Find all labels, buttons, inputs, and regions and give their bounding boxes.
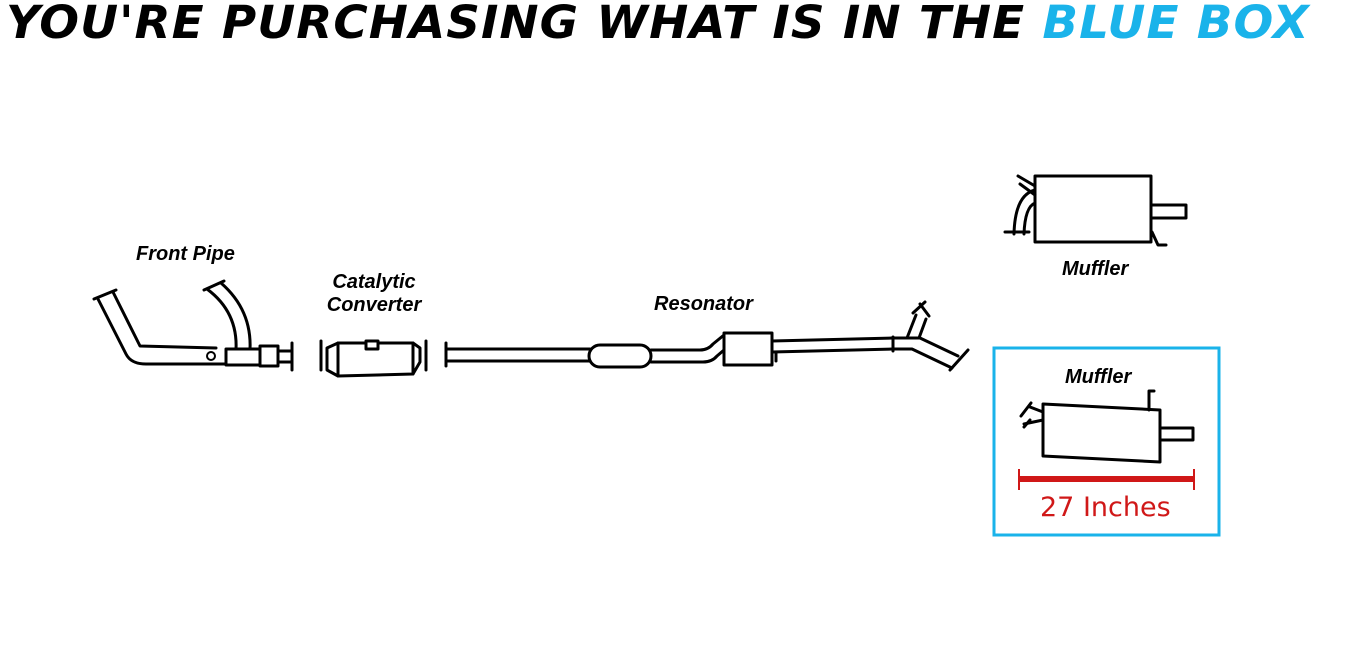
catalytic-converter-label: Catalytic Converter — [318, 271, 430, 317]
muffler-boxed-label: Muffler — [1065, 366, 1132, 388]
muffler-top-label: Muffler — [1062, 258, 1129, 280]
dimension-line — [1018, 469, 1195, 490]
resonator-pipe-drawing — [444, 300, 970, 372]
headline-text: YOU'RE PURCHASING WHAT IS IN THE — [6, 0, 1043, 49]
catalytic-converter-label-line1: Catalytic — [332, 271, 416, 293]
muffler-top-drawing — [1003, 174, 1188, 247]
muffler-boxed-drawing — [1019, 389, 1195, 464]
resonator-label: Resonator — [654, 293, 753, 315]
front-pipe-drawing — [92, 279, 294, 372]
catalytic-converter-drawing — [319, 339, 428, 378]
blue-box — [992, 346, 1221, 537]
dimension-label: 27 Inches — [1040, 492, 1171, 523]
headline: YOU'RE PURCHASING WHAT IS IN THE BLUE BO… — [6, 0, 1310, 49]
catalytic-converter-label-line2: Converter — [326, 294, 422, 316]
front-pipe-label: Front Pipe — [136, 243, 235, 265]
headline-accent: BLUE BOX — [1042, 0, 1310, 49]
